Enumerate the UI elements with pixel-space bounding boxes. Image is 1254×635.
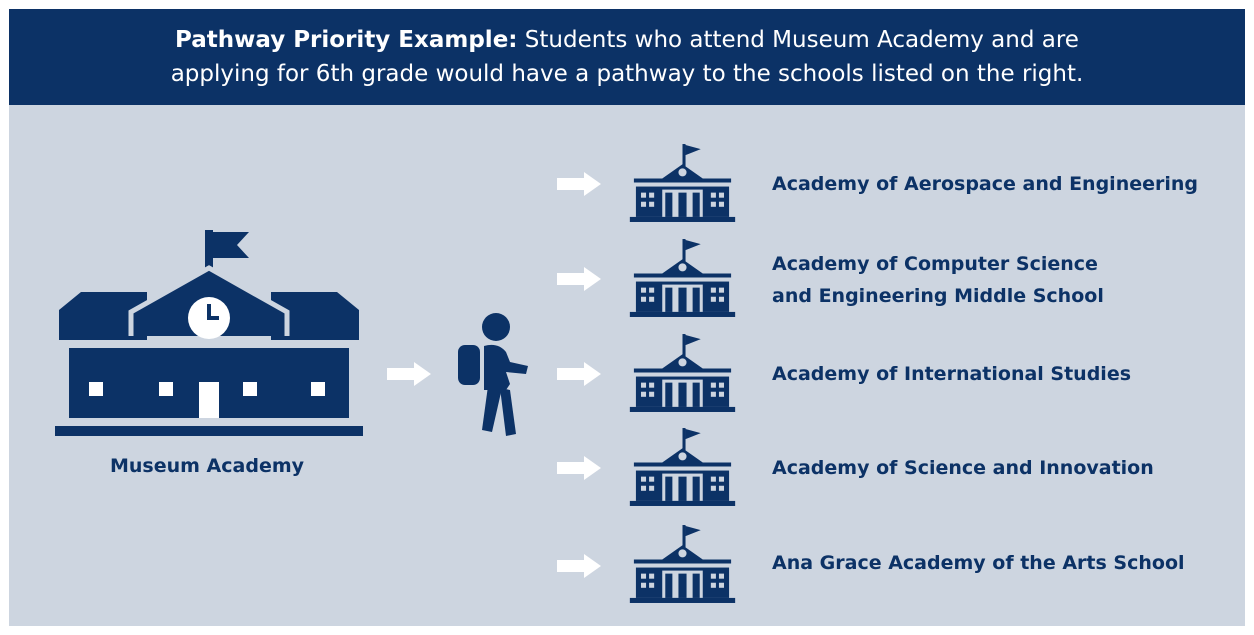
arrow-right-icon bbox=[557, 362, 601, 386]
destination-label-line: Academy of International Studies bbox=[772, 363, 1132, 385]
destination-label-line: Academy of Aerospace and Engineering bbox=[772, 173, 1199, 195]
header-line-2: applying for 6th grade would have a path… bbox=[170, 61, 1084, 87]
destination-label-line: Academy of Computer Science bbox=[772, 253, 1098, 275]
destination-school-label: Academy of Aerospace and Engineering bbox=[772, 168, 1198, 200]
destination-label-line: and Engineering Middle School bbox=[772, 285, 1104, 307]
school-building-icon bbox=[622, 523, 743, 604]
header-line-1-text: Students who attend Museum Academy and a… bbox=[517, 27, 1079, 53]
header-line-1: Pathway Priority Example: Students who a… bbox=[175, 23, 1079, 57]
arrow-right-icon bbox=[557, 172, 601, 196]
destination-school-label: Academy of International Studies bbox=[772, 358, 1131, 390]
arrow-right-icon bbox=[387, 362, 431, 386]
arrow-right-icon bbox=[557, 554, 601, 578]
arrow-right-icon bbox=[557, 456, 601, 480]
school-building-icon bbox=[622, 237, 743, 318]
arrow-right-icon bbox=[557, 267, 601, 291]
header-banner: Pathway Priority Example: Students who a… bbox=[9, 9, 1245, 105]
school-building-icon bbox=[622, 142, 743, 223]
student-walking-icon bbox=[456, 310, 536, 438]
destination-school-label: Academy of Science and Innovation bbox=[772, 452, 1154, 484]
destination-school-label: Ana Grace Academy of the Arts School bbox=[772, 547, 1185, 579]
origin-school-label: Museum Academy bbox=[109, 455, 305, 477]
school-building-icon bbox=[622, 426, 743, 507]
destination-school-label: Academy of Computer Science and Engineer… bbox=[772, 248, 1104, 312]
header-lead: Pathway Priority Example: bbox=[175, 27, 518, 53]
school-building-icon bbox=[622, 332, 743, 413]
destination-label-line: Ana Grace Academy of the Arts School bbox=[772, 552, 1185, 574]
destination-label-line: Academy of Science and Innovation bbox=[772, 457, 1154, 479]
school-with-clock-icon bbox=[55, 228, 363, 436]
